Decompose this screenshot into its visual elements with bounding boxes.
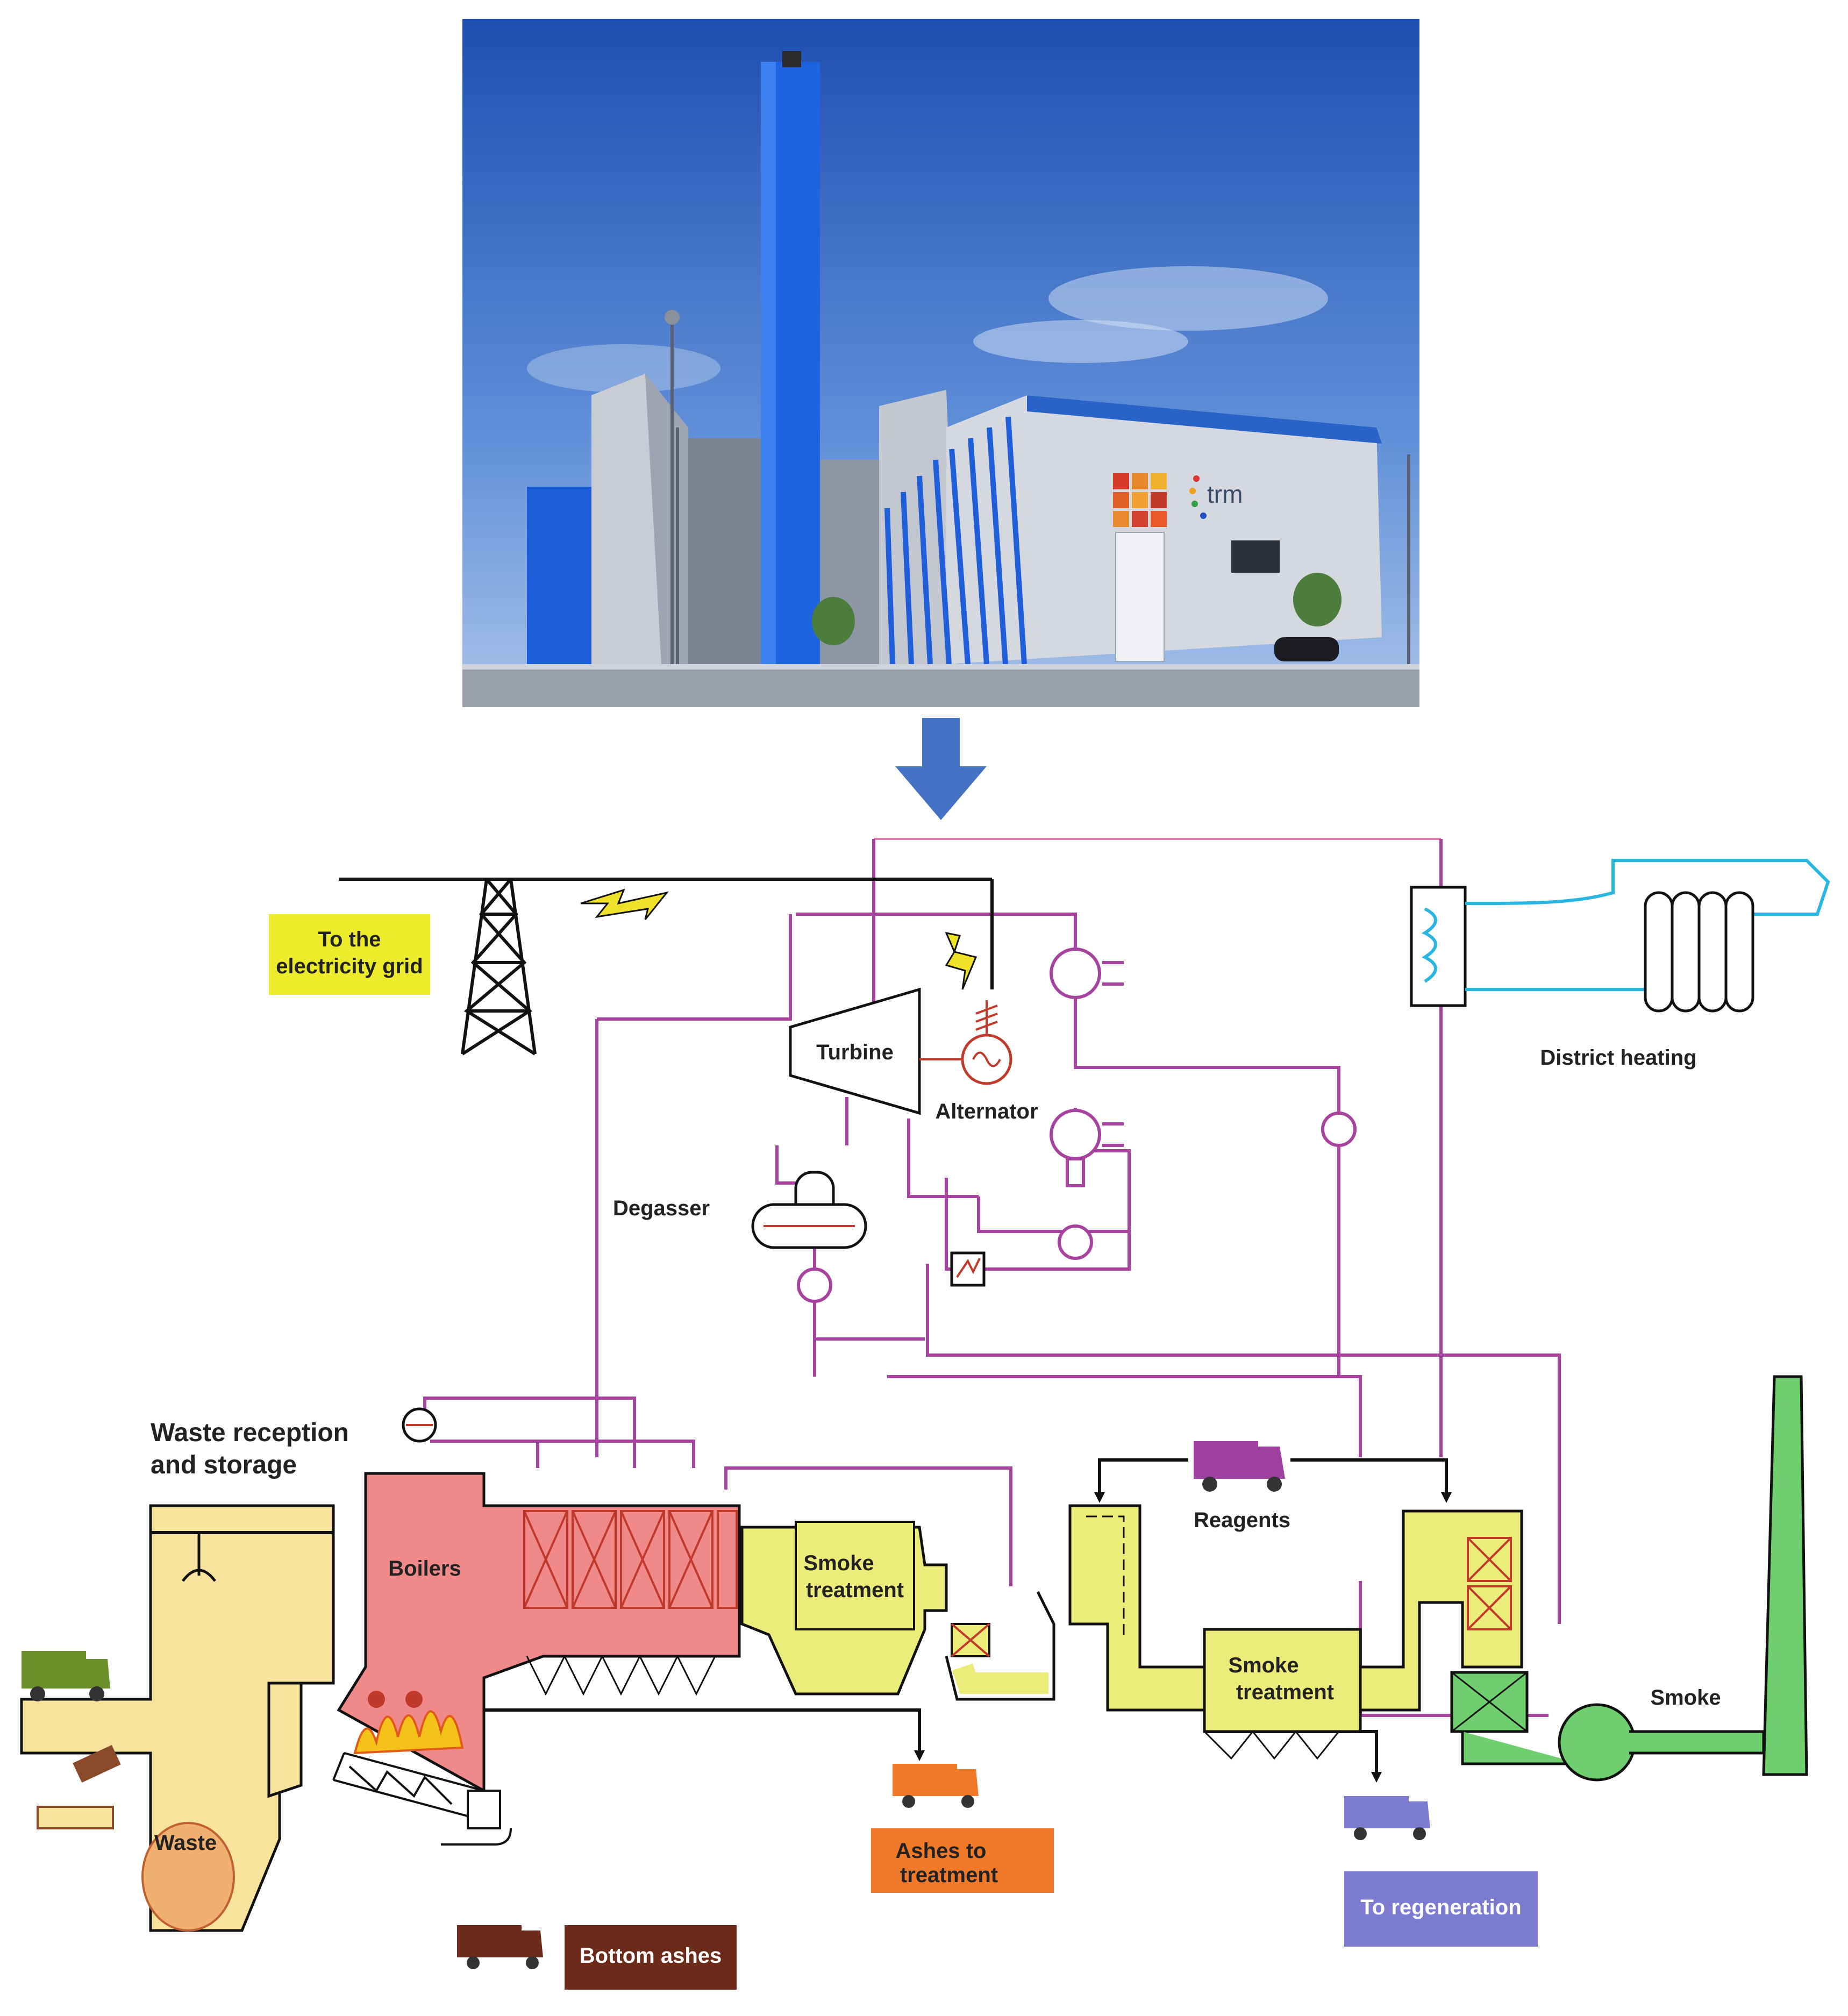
regeneration-label: To regeneration xyxy=(1360,1896,1521,1919)
boilers: Boilers xyxy=(332,1407,741,1846)
plant-photo: trm xyxy=(462,19,1419,707)
pumps xyxy=(797,1112,1357,1303)
smoke-treatment-1: Smoke treatment xyxy=(740,1521,1055,1701)
smoke-label: Smoke xyxy=(1650,1686,1721,1709)
district-heating-label: District heating xyxy=(1540,1046,1696,1070)
bottom-ashes-output: Bottom ashes xyxy=(457,1925,737,1990)
condenser-1 xyxy=(1050,948,1124,1067)
logo-squares xyxy=(1113,473,1167,527)
ground xyxy=(462,664,1419,707)
turbine-label: Turbine xyxy=(816,1041,894,1064)
reagents: Reagents xyxy=(1094,1441,1452,1532)
boilers-label: Boilers xyxy=(388,1557,461,1580)
bottom-ashes-label: Bottom ashes xyxy=(580,1944,722,1968)
regeneration-output: To regeneration xyxy=(1344,1796,1538,1947)
radiator-icon xyxy=(1644,891,1754,1013)
degasser: Degasser xyxy=(613,1171,867,1249)
waste-storage: Waste reception and storage Waste xyxy=(20,1419,349,1932)
turbine: Turbine xyxy=(789,987,921,1115)
smoke-treatment-1-line1: Smoke xyxy=(803,1551,874,1575)
alternator-label: Alternator xyxy=(935,1100,1038,1123)
district-heating: District heating xyxy=(1410,859,1830,1070)
smoke-stack: Smoke xyxy=(1450,1375,1808,1782)
process-diagram: To the electricity grid Turbine Alternat… xyxy=(20,838,1830,1990)
ashes-label-line1: Ashes to xyxy=(896,1839,987,1863)
smoke-treatment-2-line1: Smoke xyxy=(1228,1654,1298,1677)
condenser-2 xyxy=(1050,1109,1124,1187)
grey-hall-left xyxy=(591,374,661,664)
heat-exchanger xyxy=(950,1251,986,1287)
pylon-icon xyxy=(461,878,537,1056)
waste-reception-line1: Waste reception xyxy=(151,1419,349,1447)
waste-reception-line2: and storage xyxy=(151,1451,297,1479)
smoke-treatment-2-line2: treatment xyxy=(1236,1680,1334,1704)
lightning-icon-2 xyxy=(945,931,977,990)
waste-truck-icon xyxy=(22,1651,110,1701)
alternator: Alternator xyxy=(935,1000,1038,1123)
ashes-label-line2: treatment xyxy=(900,1863,998,1887)
electricity-grid-label: To the electricity grid xyxy=(269,914,430,995)
car xyxy=(1274,637,1339,661)
lightning-icon xyxy=(580,888,669,920)
smoke-treatment-1-line2: treatment xyxy=(806,1578,904,1602)
down-arrow-icon xyxy=(895,718,987,820)
grid-label-line1: To the xyxy=(318,928,381,951)
degasser-label: Degasser xyxy=(613,1196,710,1220)
grid-label-line2: electricity grid xyxy=(276,954,423,978)
plant-logo-text: trm xyxy=(1207,480,1243,508)
smoke-treatment-2: Smoke treatment xyxy=(1068,1504,1523,1760)
main-hall xyxy=(946,395,1382,664)
waste-label: Waste xyxy=(154,1831,217,1855)
flames-icon xyxy=(353,1710,464,1755)
ashes-output: Ashes to treatment xyxy=(871,1764,1054,1893)
reagents-label: Reagents xyxy=(1194,1508,1290,1532)
